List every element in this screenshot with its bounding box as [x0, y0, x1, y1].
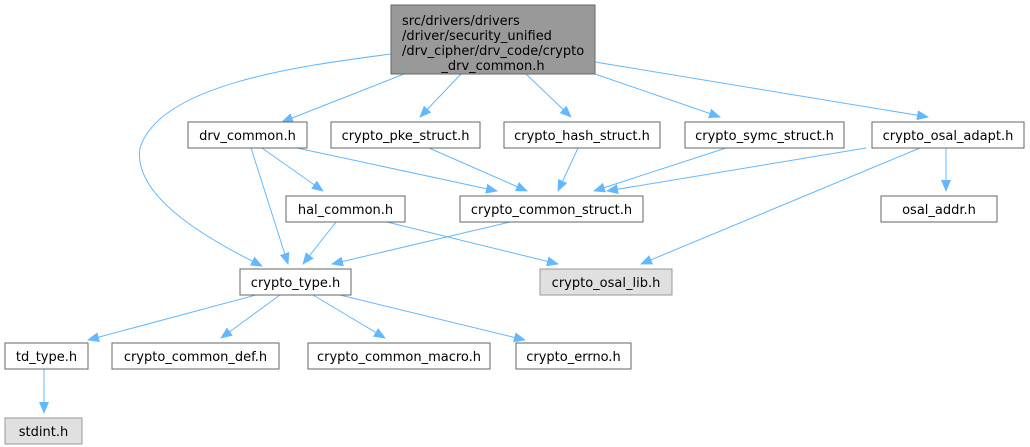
- node-label: /drv_cipher/drv_code/crypto: [402, 44, 584, 59]
- node-label: crypto_common_struct.h: [471, 203, 632, 218]
- edge-osal_adapt-to-osal_lib: [640, 147, 921, 265]
- node-label: crypto_common_def.h: [124, 350, 267, 365]
- node-box: [330, 121, 481, 149]
- edge-osal_adapt-to-ccs: [606, 147, 867, 195]
- edge-root-to-crypto_type: [139, 53, 392, 267]
- node-common_macro[interactable]: crypto_common_macro.h: [307, 342, 491, 370]
- node-label: crypto_type.h: [251, 276, 340, 291]
- node-box: [871, 121, 1025, 149]
- edge-root-to-drv_common: [281, 73, 405, 123]
- node-box: [285, 195, 406, 223]
- node-label: osal_addr.h: [902, 203, 976, 218]
- edge-crypto_type-to-common_macro: [312, 294, 386, 339]
- node-box: [515, 342, 632, 370]
- edge-crypto_type-to-common_def: [220, 294, 281, 339]
- edge-drv_common-to-ccs: [296, 147, 498, 194]
- node-osal_addr[interactable]: osal_addr.h: [880, 195, 998, 223]
- edge-pke-to-ccs: [428, 147, 528, 192]
- edge-drv_common-to-hal_common: [261, 147, 324, 192]
- node-stdint: stdint.h: [4, 417, 83, 445]
- node-label: drv_common.h: [199, 129, 296, 144]
- edge-ccs-to-crypto_type: [331, 221, 511, 267]
- node-box: [684, 121, 845, 149]
- node-osal_adapt[interactable]: crypto_osal_adapt.h: [871, 121, 1025, 149]
- node-td_type[interactable]: td_type.h: [4, 342, 89, 370]
- node-errno[interactable]: crypto_errno.h: [515, 342, 632, 370]
- node-label: crypto_osal_lib.h: [552, 276, 661, 291]
- node-box: [390, 4, 596, 75]
- node-ccs[interactable]: crypto_common_struct.h: [459, 195, 644, 223]
- node-box: [307, 342, 491, 370]
- edge-root-to-osal_adapt: [594, 61, 929, 121]
- node-label: hal_common.h: [298, 203, 393, 218]
- node-label: src/drivers/drivers: [402, 14, 520, 29]
- node-box: [503, 121, 661, 149]
- node-box: [880, 195, 998, 223]
- nodes: src/drivers/drivers/driver/security_unif…: [4, 4, 1025, 445]
- node-box: [4, 417, 83, 445]
- node-box: [459, 195, 644, 223]
- edge-root-to-symc: [594, 73, 721, 119]
- node-label: crypto_symc_struct.h: [695, 129, 834, 144]
- node-hal_common[interactable]: hal_common.h: [285, 195, 406, 223]
- node-pke[interactable]: crypto_pke_struct.h: [330, 121, 481, 149]
- node-root[interactable]: src/drivers/drivers/driver/security_unif…: [390, 4, 596, 75]
- node-label: crypto_common_macro.h: [317, 350, 481, 365]
- edge-hal_common-to-osal_lib: [386, 221, 559, 267]
- edge-crypto_type-to-errno: [339, 294, 526, 343]
- node-drv_common[interactable]: drv_common.h: [187, 121, 308, 149]
- edges: [39, 53, 951, 414]
- node-label: crypto_errno.h: [526, 350, 621, 365]
- node-osal_lib: crypto_osal_lib.h: [539, 268, 673, 296]
- node-box: [111, 342, 280, 370]
- node-label: stdint.h: [19, 425, 68, 440]
- node-hash[interactable]: crypto_hash_struct.h: [503, 121, 661, 149]
- edge-root-to-hash: [525, 73, 572, 118]
- node-common_def[interactable]: crypto_common_def.h: [111, 342, 280, 370]
- node-box: [539, 268, 673, 296]
- edge-crypto_type-to-td_type: [87, 294, 257, 342]
- node-symc[interactable]: crypto_symc_struct.h: [684, 121, 845, 149]
- node-box: [187, 121, 308, 149]
- node-label: crypto_hash_struct.h: [514, 129, 650, 144]
- node-box: [4, 342, 89, 370]
- node-label: _drv_common.h: [440, 59, 544, 74]
- node-crypto_type[interactable]: crypto_type.h: [239, 268, 352, 296]
- edge-hash-to-ccs: [557, 147, 579, 192]
- edge-root-to-pke: [419, 73, 462, 118]
- node-label: /driver/security_unified: [402, 29, 552, 44]
- node-box: [239, 268, 352, 296]
- edge-symc-to-ccs: [593, 147, 727, 193]
- edge-hal_common-to-crypto_type: [302, 221, 337, 265]
- node-label: td_type.h: [16, 350, 77, 365]
- node-label: crypto_pke_struct.h: [342, 129, 470, 144]
- node-label: crypto_osal_adapt.h: [883, 129, 1014, 144]
- edge-drv_common-to-crypto_type: [250, 147, 290, 265]
